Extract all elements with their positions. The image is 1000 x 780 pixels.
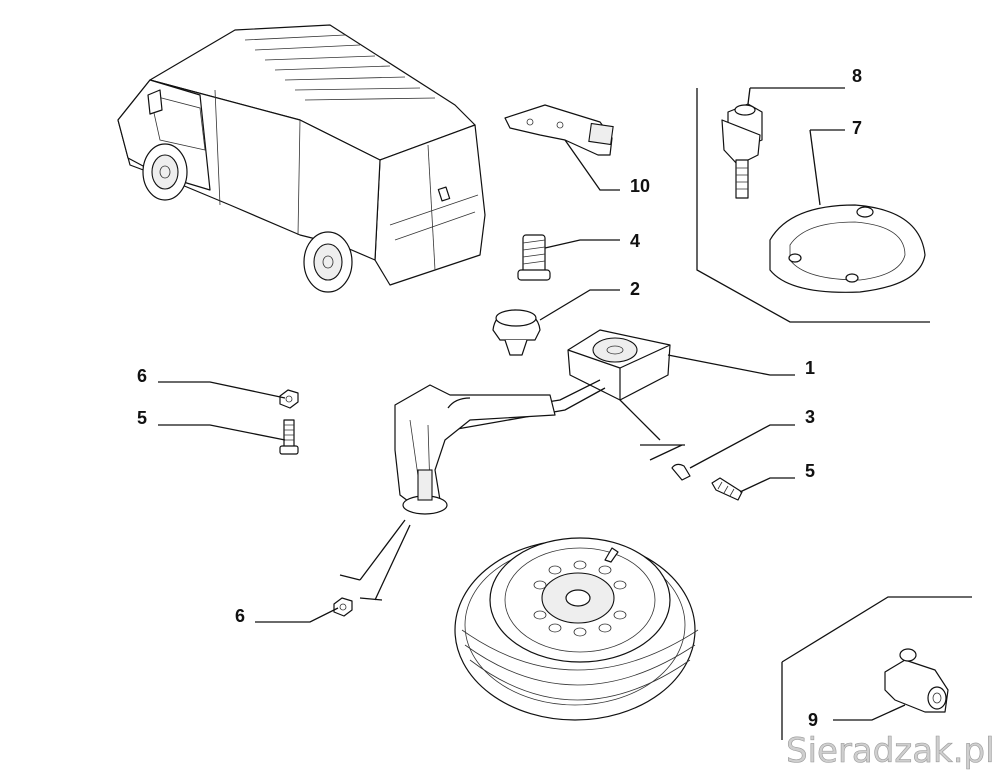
part-2-bump-stop: [492, 309, 541, 356]
part-6-nut-upper: [279, 389, 299, 409]
part-8-wheel-bolt: [721, 103, 763, 199]
callout-7: 7: [852, 118, 862, 138]
callout-1: 1: [805, 358, 815, 378]
callout-5-right: 5: [805, 461, 815, 481]
callout-2: 2: [630, 279, 640, 299]
part-9-connector: [884, 648, 949, 713]
watermark-text: Sieradzak.pl: [786, 731, 995, 771]
inset-frame-top-right: [696, 88, 930, 323]
callout-8: 8: [852, 66, 862, 86]
callout-3: 3: [805, 407, 815, 427]
callout-6-lower: 6: [235, 606, 245, 626]
callout-6-upper: 6: [137, 366, 147, 386]
callout-4: 4: [630, 231, 640, 251]
callout-9: 9: [808, 710, 818, 730]
part-4-stud: [517, 234, 551, 281]
part-5-bolt-left: [279, 419, 299, 455]
part-1-spare-wheel-carrier: [394, 329, 671, 515]
part-5-bolt-right: [711, 477, 743, 501]
part-7-mounting-plate: [769, 204, 926, 293]
callout-labels: 8 7 10 4 2 1 3 5 6 5 6 9: [137, 66, 862, 730]
leader-lines: [158, 87, 906, 721]
part-10-bracket: [504, 104, 614, 156]
callout-5-left: 5: [137, 408, 147, 428]
callout-10: 10: [630, 176, 650, 196]
inset-frame-bottom-right: [781, 596, 972, 740]
part-3-clip: [671, 463, 691, 481]
part-6-nut-lower: [333, 597, 353, 617]
spare-wheel: [454, 537, 699, 721]
van-illustration: [117, 24, 486, 293]
